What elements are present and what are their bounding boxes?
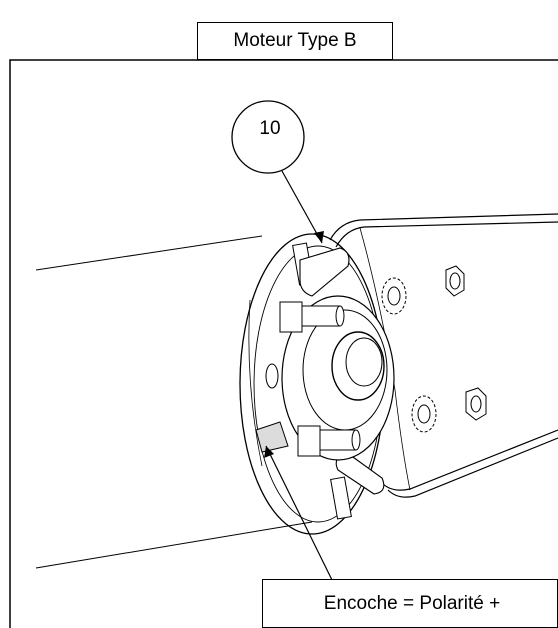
motor-body-top-edge — [35, 235, 263, 271]
polarity-note: Encoche = Polarité + — [262, 579, 558, 628]
callout-number: 10 — [259, 118, 281, 139]
callout-arrowhead — [314, 231, 324, 243]
note-leader — [265, 445, 333, 581]
studs — [279, 301, 361, 457]
flange-fasteners — [299, 247, 385, 495]
polarity-notch — [255, 363, 289, 453]
central-hub — [281, 295, 395, 461]
frame — [9, 59, 558, 628]
bracket-nuts — [445, 265, 487, 421]
mounting-bracket — [329, 213, 558, 498]
title-label: Moteur Type B — [197, 22, 393, 60]
motor-body-bottom-edge — [35, 521, 313, 569]
callout-circle — [231, 100, 305, 174]
callout-leader — [281, 170, 323, 244]
lock-washers — [381, 277, 437, 433]
note-arrowhead — [264, 446, 274, 458]
